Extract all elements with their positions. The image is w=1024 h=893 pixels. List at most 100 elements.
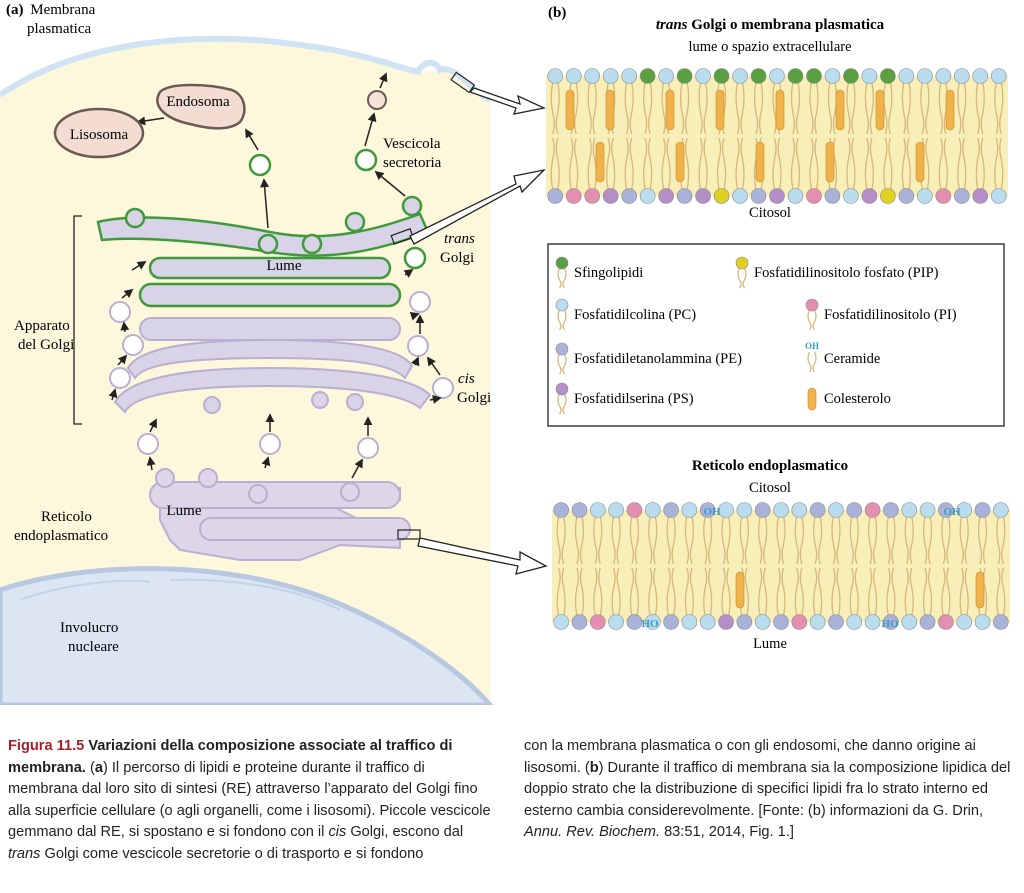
lipid-head (602, 68, 619, 84)
lipid-head (993, 502, 1009, 518)
lipid-tail (708, 515, 713, 565)
lipid-head (699, 502, 716, 518)
lipid-tail (562, 309, 567, 331)
lipid-tail (557, 309, 562, 331)
lipid-head (584, 68, 601, 84)
lipid-tail (925, 81, 930, 135)
lipid-tail (814, 137, 819, 191)
lipid-head (864, 614, 881, 630)
caption-b-letter: b (589, 759, 599, 776)
lipid-tail (574, 81, 579, 135)
lipid-tail (946, 567, 951, 617)
lipid-tail (883, 81, 888, 135)
lipid-tail (592, 137, 597, 191)
figure-title: Variazioni della composizione associate … (8, 738, 453, 776)
lipid-tail (864, 81, 870, 135)
er-vesicles (137, 413, 379, 479)
svg-text:(a) Membrana: (a) Membrana (6, 2, 96, 18)
lipid-tail (550, 137, 555, 191)
lipid-tail (763, 567, 768, 617)
lipid-tail (901, 137, 907, 191)
lipid-tail (666, 137, 671, 191)
lipid-tail (569, 137, 574, 191)
lipid-tail (634, 567, 640, 617)
lipid-head (732, 188, 748, 204)
lipid-head (626, 614, 643, 630)
lipid-tail (616, 567, 621, 617)
cis-golgi-label-1: cis (458, 371, 475, 387)
lipid-tail (812, 567, 818, 617)
lipid-tail (867, 515, 873, 565)
lipid-head (809, 614, 826, 630)
lipid-tail (849, 515, 854, 565)
panel-b-label: (b) (548, 5, 566, 21)
lipid-tail (836, 515, 841, 565)
lipid-head (621, 68, 637, 84)
lipid-head (843, 188, 859, 204)
lipid-head (898, 188, 915, 204)
lipid-tail (592, 81, 597, 135)
membrane-label-2: plasmatica (27, 21, 91, 37)
lipid-tail (812, 351, 817, 373)
cholesterol (665, 89, 675, 131)
cholesterol (605, 89, 615, 131)
lipid-tail (781, 515, 786, 565)
lipid-tail (555, 137, 560, 191)
golgi-apparatus-label-2: del Golgi (18, 337, 74, 353)
lipid-tail (579, 567, 585, 617)
lipid-tail (587, 81, 592, 135)
cholesterol (775, 89, 785, 131)
lipid-tail (959, 567, 964, 617)
caption-right: con la membrana plasmatica o con gli end… (524, 736, 1014, 844)
lipid-tail (758, 567, 763, 617)
cytosol-label-top: Citosol (749, 205, 791, 221)
lipid-head (972, 68, 989, 84)
lipid-tail (904, 515, 909, 565)
lipid-tail (959, 515, 964, 565)
lipid-tail (888, 81, 893, 135)
golgi-stack (96, 195, 432, 414)
lipid-head (736, 502, 753, 518)
lipid-tail (1001, 515, 1006, 565)
golgi-side-vesicles (108, 246, 454, 404)
lipid-head (602, 188, 619, 204)
lipid-head (773, 502, 789, 518)
lipid-tail (891, 567, 896, 617)
endosome-label: Endosoma (166, 94, 230, 110)
legend-item: Fosfatidilinositolo fosfato (PIP) (735, 256, 939, 289)
lipid-tail (922, 567, 928, 617)
lipid-tail (703, 515, 708, 565)
lipid-head (639, 68, 656, 84)
lipid-tail (869, 137, 875, 191)
lipid-head (828, 614, 844, 630)
lipid-tail (922, 515, 928, 565)
endoplasmic-reticulum (149, 468, 421, 561)
lipid-tail (927, 567, 933, 617)
lipid-head (750, 188, 767, 204)
lipid-tail (758, 81, 764, 135)
legend-swatch (735, 256, 749, 270)
lipid-head (935, 188, 952, 204)
lipid-tail (964, 515, 969, 565)
lipid-tail (684, 81, 690, 135)
lipid-tail (941, 515, 946, 565)
lipid-tail (574, 515, 580, 565)
lipid-head (974, 614, 991, 630)
lipid-head (769, 188, 785, 204)
lipid-tail (698, 137, 703, 191)
lipid-head (990, 68, 1007, 84)
lipid-tail (556, 515, 561, 565)
lipid-head (547, 68, 564, 84)
lipid-tail (634, 515, 640, 565)
cholesterol (755, 141, 765, 183)
lipid-head (571, 614, 588, 630)
caption-right-2: ) Durante il traffico di membrana sia la… (524, 759, 1011, 819)
lipid-head (736, 614, 753, 630)
lipid-head (676, 188, 693, 204)
lipid-tail (906, 137, 912, 191)
lipid-tail (735, 81, 740, 135)
cholesterol (735, 571, 745, 609)
lipid-tail (814, 81, 819, 135)
lipid-tail (598, 515, 603, 565)
